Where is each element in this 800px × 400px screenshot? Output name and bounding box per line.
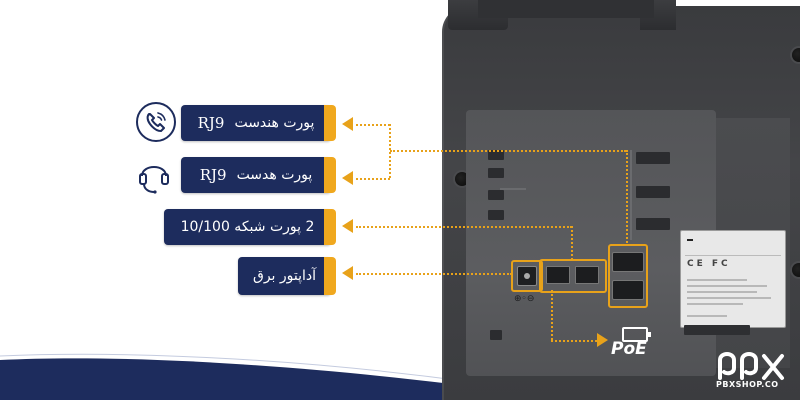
- handset-port-tag: RJ9: [197, 114, 225, 132]
- vent-slot: [488, 168, 504, 178]
- headset-port-label: پورت هدست RJ9: [181, 157, 331, 193]
- network-port-label: 2 پورت شبکه 10/100: [164, 209, 331, 245]
- vent-slot: [490, 330, 502, 340]
- handset-port-label: پورت هندست RJ9: [181, 105, 331, 141]
- arrow-head: [342, 171, 353, 185]
- power-adapter-label: آداپتور برق: [238, 257, 331, 295]
- sticker-text-line: [687, 285, 767, 287]
- arrow-head: [342, 219, 353, 233]
- sticker-header: [685, 235, 781, 256]
- label-accent: [324, 157, 336, 193]
- connector-line: [626, 150, 628, 246]
- sticker-text-line: [687, 279, 747, 281]
- arrow-head: [342, 266, 353, 280]
- rj9-handset-port: [612, 252, 644, 272]
- device-label-sticker: CE FC: [680, 230, 786, 328]
- vent-slot: [636, 186, 670, 198]
- power-adapter-text: آداپتور برق: [252, 268, 317, 284]
- mount-bracket: [684, 325, 750, 335]
- headset-port-text: پورت هدست: [236, 167, 313, 183]
- rj45-port-group: [539, 259, 607, 293]
- sticker-text-line: [687, 291, 757, 293]
- vent-line: [500, 188, 526, 190]
- screw: [455, 172, 469, 186]
- decorative-wave: [0, 353, 500, 400]
- connector-line: [390, 150, 626, 152]
- vent-slot: [488, 150, 504, 160]
- sticker-brand-block: [687, 239, 693, 241]
- vent-line: [630, 150, 632, 240]
- rj9-port-group: [608, 244, 648, 308]
- sticker-text-line: [687, 315, 727, 317]
- power-port-group: [511, 260, 543, 292]
- handset-port-text: پورت هندست: [234, 115, 315, 131]
- pbxshop-logo: [718, 352, 784, 380]
- connector-line: [356, 273, 512, 275]
- poe-label: PoE: [611, 339, 647, 359]
- vent-slot: [488, 190, 504, 200]
- phone-back-panel: [466, 110, 716, 376]
- arrow-head: [342, 117, 353, 131]
- sticker-text-line: [687, 297, 771, 299]
- phone-handset-icon: [146, 112, 166, 132]
- label-accent: [324, 257, 336, 295]
- network-port-text: 2 پورت شبکه 10/100: [180, 219, 315, 235]
- vent-slot: [488, 210, 504, 220]
- sticker-text-line: [687, 303, 743, 305]
- poe-badge: PoE: [608, 326, 651, 360]
- power-polarity-icon: ⊕◦⊖: [514, 294, 535, 304]
- handset-icon-circle: [136, 102, 176, 142]
- logo-site-text: PBXSHOP.CO: [716, 380, 779, 389]
- screw: [792, 48, 800, 62]
- dc-power-jack: [517, 266, 537, 286]
- vent-slot: [636, 218, 670, 230]
- connector-line: [356, 178, 390, 180]
- connector-line: [356, 226, 572, 228]
- label-accent: [324, 105, 336, 141]
- certification-marks: CE FC: [687, 259, 731, 269]
- connector-line: [551, 340, 597, 342]
- vent-slot: [636, 152, 670, 164]
- headset-port-tag: RJ9: [199, 166, 227, 184]
- connector-line: [551, 290, 553, 340]
- rj9-headset-port: [612, 280, 644, 300]
- screw: [792, 263, 800, 277]
- connector-line: [356, 124, 390, 126]
- rj45-port-pc: [575, 266, 599, 284]
- arrow-head: [597, 333, 608, 347]
- rj45-port-lan: [546, 266, 570, 284]
- label-accent: [324, 209, 336, 245]
- connector-line: [571, 226, 573, 260]
- phone-top-block: [478, 0, 654, 18]
- battery-icon: [622, 327, 651, 342]
- headset-icon: [139, 166, 169, 194]
